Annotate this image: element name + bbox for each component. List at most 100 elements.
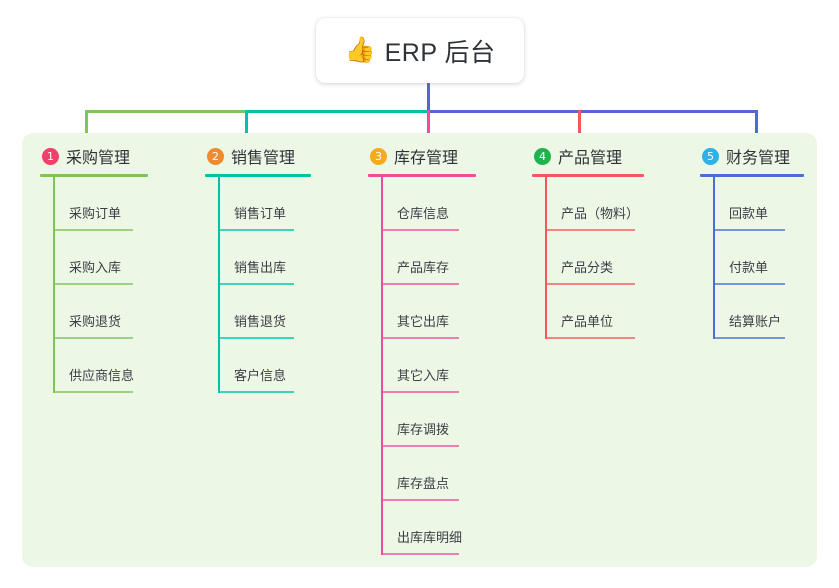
bus-line-green — [85, 110, 246, 113]
category-column-3: 3 库存管理仓库信息产品库存其它出库其它入库库存调拨库存盘点出库库明细 — [368, 143, 515, 555]
menu-item-underline — [53, 337, 133, 339]
menu-item-label: 产品库存 — [397, 260, 450, 275]
menu-item[interactable]: 产品库存 — [368, 231, 515, 285]
menu-item[interactable]: 销售退货 — [205, 285, 350, 339]
category-underline — [368, 174, 476, 177]
root-node[interactable]: 👍 ERP 后台 — [316, 18, 524, 83]
category-header-3[interactable]: 3 库存管理 — [368, 143, 515, 169]
menu-item-underline — [381, 553, 459, 555]
category-header-5[interactable]: 5 财务管理 — [700, 143, 825, 169]
menu-item-label: 付款单 — [729, 260, 769, 275]
menu-item[interactable]: 其它入库 — [368, 339, 515, 393]
category-title: 采购管理 — [66, 150, 131, 167]
menu-item-underline — [545, 337, 635, 339]
category-number-badge: 2 — [207, 147, 224, 165]
menu-item[interactable]: 供应商信息 — [40, 339, 190, 393]
menu-item[interactable]: 仓库信息 — [368, 177, 515, 231]
menu-item[interactable]: 销售订单 — [205, 177, 350, 231]
category-branch: 仓库信息产品库存其它出库其它入库库存调拨库存盘点出库库明细 — [368, 177, 515, 555]
menu-item-label: 仓库信息 — [397, 206, 450, 221]
menu-item[interactable]: 销售出库 — [205, 231, 350, 285]
branch-spine — [713, 177, 715, 339]
menu-item-label: 供应商信息 — [69, 368, 135, 383]
menu-item-underline — [53, 283, 133, 285]
menu-item-label: 库存调拨 — [397, 422, 450, 437]
menu-item-underline — [381, 391, 459, 393]
category-column-4: 4 产品管理产品（物料） 产品分类产品单位 — [532, 143, 692, 339]
menu-item-underline — [713, 283, 785, 285]
menu-item-underline — [545, 283, 635, 285]
category-title: 产品管理 — [558, 150, 623, 167]
menu-item[interactable]: 库存调拨 — [368, 393, 515, 447]
menu-item[interactable]: 库存盘点 — [368, 447, 515, 501]
menu-item-label: 客户信息 — [234, 368, 287, 383]
connector-drop-col3 — [427, 110, 430, 137]
branch-spine — [218, 177, 220, 393]
category-number-badge: 3 — [370, 147, 387, 165]
menu-item[interactable]: 付款单 — [700, 231, 825, 285]
menu-item[interactable]: 产品单位 — [532, 285, 692, 339]
menu-item[interactable]: 其它出库 — [368, 285, 515, 339]
menu-item-label: 出库库明细 — [397, 530, 463, 545]
menu-item[interactable]: 出库库明细 — [368, 501, 515, 555]
menu-item[interactable]: 结算账户 — [700, 285, 825, 339]
menu-item-label: 销售退货 — [234, 314, 287, 329]
menu-item-label: 库存盘点 — [397, 476, 450, 491]
menu-item[interactable]: 采购入库 — [40, 231, 190, 285]
menu-item[interactable]: 采购订单 — [40, 177, 190, 231]
category-column-5: 5 财务管理回款单付款单结算账户 — [700, 143, 825, 339]
category-underline — [700, 174, 804, 177]
menu-item[interactable]: 回款单 — [700, 177, 825, 231]
menu-item[interactable]: 产品（物料） — [532, 177, 692, 231]
connector-drop-col2 — [245, 110, 248, 137]
content-panel — [22, 133, 817, 567]
menu-item-underline — [218, 337, 294, 339]
bus-line-left — [246, 110, 428, 113]
category-number-badge: 5 — [702, 147, 719, 165]
category-branch: 回款单付款单结算账户 — [700, 177, 825, 339]
category-header-4[interactable]: 4 产品管理 — [532, 143, 692, 169]
menu-item-underline — [218, 283, 294, 285]
category-underline — [532, 174, 644, 177]
menu-item[interactable]: 采购退货 — [40, 285, 190, 339]
bus-line-right — [428, 110, 758, 113]
menu-item-underline — [218, 391, 294, 393]
menu-item-underline — [545, 229, 635, 231]
category-number-badge: 4 — [534, 147, 551, 165]
connector-drop-col5 — [755, 110, 758, 137]
menu-item-underline — [381, 229, 459, 231]
category-header-2[interactable]: 2 销售管理 — [205, 143, 350, 169]
menu-item-label: 其它入库 — [397, 368, 450, 383]
menu-item-underline — [53, 391, 133, 393]
menu-item-underline — [381, 337, 459, 339]
thumbs-up-icon: 👍 — [344, 36, 376, 64]
connector-drop-col1 — [85, 110, 88, 137]
menu-item-label: 回款单 — [729, 206, 769, 221]
menu-item-label: 销售出库 — [234, 260, 287, 275]
menu-item-underline — [381, 283, 459, 285]
menu-item[interactable]: 客户信息 — [205, 339, 350, 393]
menu-item[interactable]: 产品分类 — [532, 231, 692, 285]
root-stem-connector — [427, 83, 430, 110]
category-underline — [205, 174, 311, 177]
menu-item-underline — [381, 499, 459, 501]
category-title: 库存管理 — [394, 150, 459, 167]
menu-item-label: 其它出库 — [397, 314, 450, 329]
branch-spine — [53, 177, 55, 393]
menu-item-underline — [218, 229, 294, 231]
branch-spine — [545, 177, 547, 339]
category-branch: 产品（物料） 产品分类产品单位 — [532, 177, 692, 339]
category-underline — [40, 174, 148, 177]
menu-item-label: 采购订单 — [69, 206, 122, 221]
menu-item-label: 产品单位 — [561, 314, 614, 329]
menu-item-underline — [713, 229, 785, 231]
category-title: 财务管理 — [726, 150, 791, 167]
category-title: 销售管理 — [231, 150, 296, 167]
menu-item-underline — [53, 229, 133, 231]
menu-item-label: 产品（物料） — [561, 206, 640, 221]
category-branch: 采购订单采购入库采购退货供应商信息 — [40, 177, 190, 393]
branch-spine — [381, 177, 383, 555]
